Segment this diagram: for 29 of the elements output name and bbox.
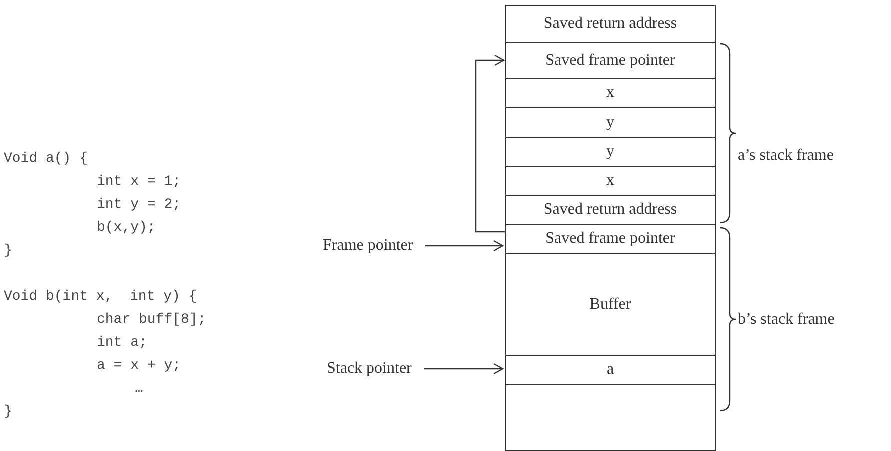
code-line: a = x + y; <box>97 358 182 374</box>
stack-slot: y <box>505 137 716 167</box>
code-line: int a; <box>97 335 148 351</box>
arrow <box>425 240 504 252</box>
arrow <box>475 54 505 233</box>
frame-label: b’s stack frame <box>738 311 835 329</box>
stack-slot: y <box>505 107 716 138</box>
code-line: } <box>4 243 12 259</box>
code-line: Void b(int x, int y) { <box>4 289 198 305</box>
pointer-label: Frame pointer <box>323 237 414 255</box>
code-line: int x = 1; <box>97 174 182 190</box>
stack-slot: a <box>505 355 716 385</box>
stack-slot: x <box>505 166 716 196</box>
code-line: b(x,y); <box>97 220 156 236</box>
empty-stack-slot <box>505 384 716 451</box>
stack-slot: Saved frame pointer <box>505 42 716 79</box>
pointer-label: Stack pointer <box>327 360 412 378</box>
code-line: char buff[8]; <box>97 312 206 328</box>
stack-slot: Saved return address <box>505 195 716 225</box>
code-line: … <box>135 381 144 397</box>
code-line: int y = 2; <box>97 197 182 213</box>
frame-label: a’s stack frame <box>738 147 834 165</box>
arrow <box>424 363 504 375</box>
stack-slot: x <box>505 78 716 108</box>
code-line: } <box>4 404 12 420</box>
stack-slot: Saved return address <box>505 5 716 43</box>
stack-slot: Saved frame pointer <box>505 224 716 254</box>
stack-slot: Buffer <box>505 253 716 356</box>
code-line: Void a() { <box>4 151 88 167</box>
